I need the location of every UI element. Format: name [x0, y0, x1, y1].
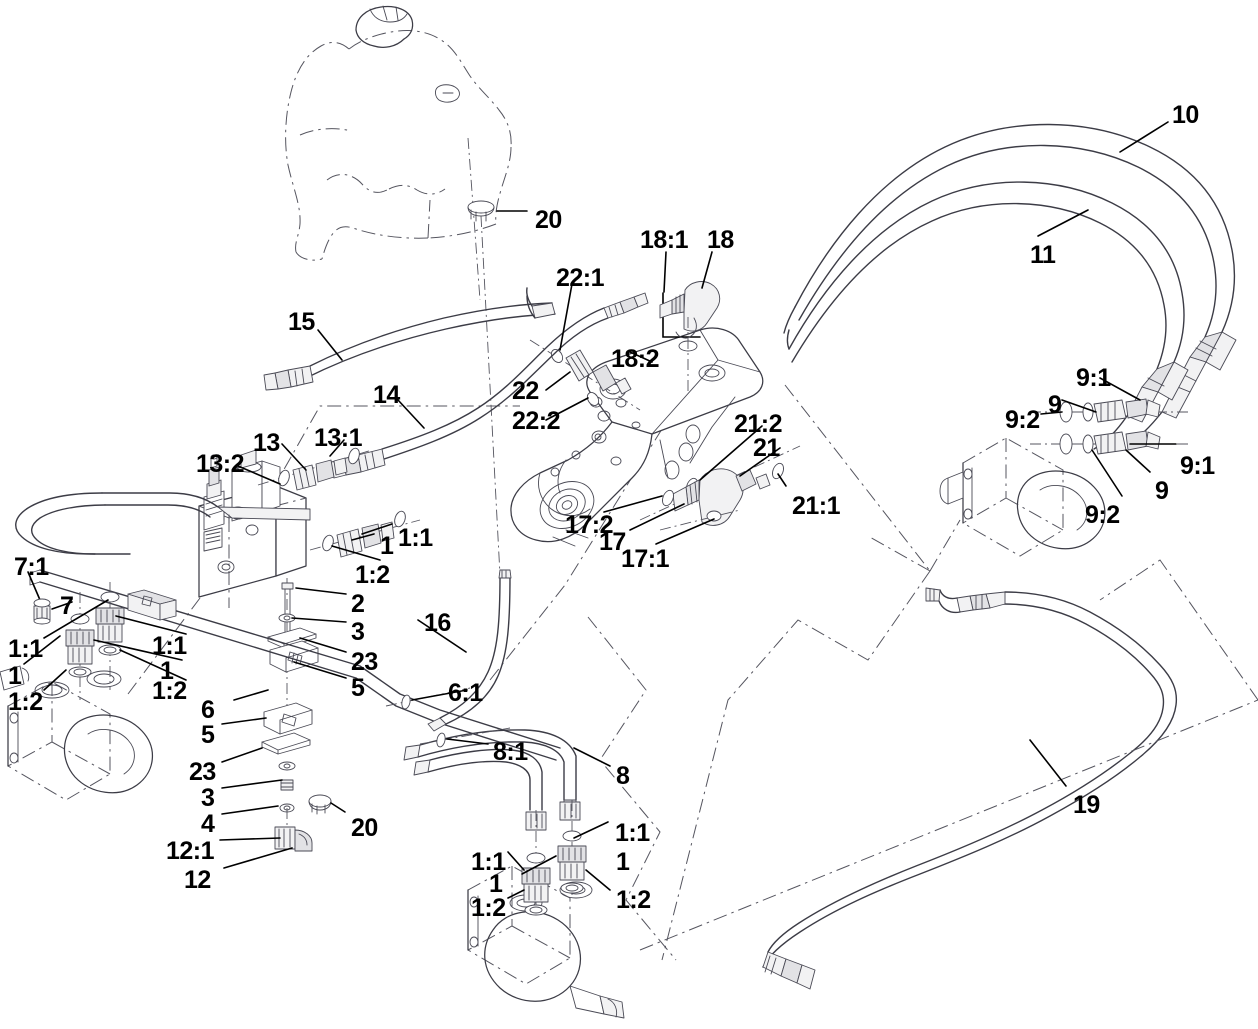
fitting-13-assembly: [257, 447, 373, 491]
callout-20: 20: [351, 814, 378, 842]
callout-1-2: 1:2: [152, 677, 187, 705]
callout-13-1: 13:1: [314, 424, 363, 452]
callout-15: 15: [288, 308, 315, 336]
callout-1-2: 1:2: [8, 688, 43, 716]
callout-1-1: 1:1: [8, 635, 43, 663]
fitting-9-assembly: [1030, 398, 1192, 455]
callout-3: 3: [201, 784, 215, 812]
callout-21-2: 21:2: [734, 410, 783, 438]
hose-16: [427, 569, 512, 732]
callout-22-1: 22:1: [556, 264, 605, 292]
callout-9-2: 9:2: [1085, 501, 1120, 529]
callout-1-2: 1:2: [616, 886, 651, 914]
callout-1-1: 1:1: [615, 819, 650, 847]
callout-23: 23: [189, 758, 216, 786]
callout-13-2: 13:2: [196, 450, 245, 478]
callout-17-1: 17:1: [621, 545, 670, 573]
callout-1: 1: [616, 848, 630, 876]
control-manifold-block: [198, 449, 307, 608]
left-wheel-motor: [0, 665, 154, 801]
fitting-1-left-motor: [65, 582, 125, 700]
callout-12: 12: [184, 866, 211, 894]
callout-4: 4: [201, 810, 215, 838]
hose-10-11: [783, 123, 1237, 450]
callout-1-2: 1:2: [471, 894, 506, 922]
fitting-1-bottom-motor: [521, 800, 587, 916]
callout-23: 23: [351, 648, 378, 676]
hardware-upper-clamp: [267, 578, 319, 730]
hose-14: [330, 292, 649, 479]
callout-19: 19: [1073, 791, 1100, 819]
tube-8-assembly: [403, 729, 581, 831]
hose-15: [263, 287, 556, 391]
fitting-7-plug: [27, 571, 73, 625]
callout-22: 22: [512, 377, 539, 405]
callout-8-1: 8:1: [493, 738, 528, 766]
callout-20: 20: [535, 206, 562, 234]
callout-1-2: 1:2: [355, 561, 390, 589]
washers-6-1-8-1: [385, 687, 511, 748]
callout-21: 21: [753, 434, 780, 462]
fitting-22-assembly: [529, 339, 641, 411]
leader-lines: [23, 121, 1177, 899]
callout-1: 1: [160, 657, 174, 685]
callout-9-2: 9:2: [1005, 406, 1040, 434]
callout-13: 13: [253, 429, 280, 457]
callout-9-1: 9:1: [1180, 452, 1215, 480]
callout-9-1: 9:1: [1076, 364, 1111, 392]
fitting-12-elbow: [274, 808, 313, 852]
callout-5: 5: [351, 674, 365, 702]
callout-1: 1: [380, 532, 394, 560]
callout-17-2: 17:2: [565, 511, 614, 539]
callout-18-2: 18:2: [611, 345, 660, 373]
hose-19: [762, 587, 1178, 990]
right-wheel-motor: [939, 437, 1106, 557]
callout-10: 10: [1172, 101, 1199, 129]
callout-1-1: 1:1: [152, 632, 187, 660]
fitting-18-elbow: [659, 281, 721, 395]
callout-22-2: 22:2: [512, 407, 561, 435]
callout-6-1: 6:1: [448, 679, 483, 707]
callout-9: 9: [1048, 391, 1062, 419]
callout-1-1: 1:1: [398, 524, 433, 552]
callout-21-1: 21:1: [792, 492, 841, 520]
callout-1: 1: [489, 870, 503, 898]
callout-18: 18: [707, 226, 734, 254]
callout-2: 2: [351, 590, 365, 618]
callout-18-1: 18:1: [640, 226, 689, 254]
callout-3: 3: [351, 618, 365, 646]
callout-14: 14: [373, 381, 400, 409]
callout-1: 1: [8, 662, 22, 690]
callout-16: 16: [424, 609, 451, 637]
callout-11: 11: [1030, 241, 1056, 269]
callout-1-1: 1:1: [471, 848, 506, 876]
hose-coupler-10: [1161, 331, 1237, 419]
hydrostatic-pump: [510, 327, 764, 547]
callout-5: 5: [201, 721, 215, 749]
fitting-20-bottom: [308, 794, 346, 815]
tube-assembly-6: [15, 492, 561, 761]
callout-12-1: 12:1: [166, 837, 215, 865]
callout-6: 6: [201, 696, 215, 724]
reservoir-tank: [285, 5, 512, 261]
callout-7-1: 7:1: [14, 553, 49, 581]
callout-7: 7: [60, 592, 74, 620]
fitting-17-21-assembly: [639, 445, 801, 531]
fitting-20-top: [467, 137, 528, 576]
callout-9: 9: [1155, 477, 1169, 505]
callout-17: 17: [599, 528, 626, 556]
callout-8: 8: [616, 762, 630, 790]
hardware-lower-clamp: [261, 702, 313, 813]
